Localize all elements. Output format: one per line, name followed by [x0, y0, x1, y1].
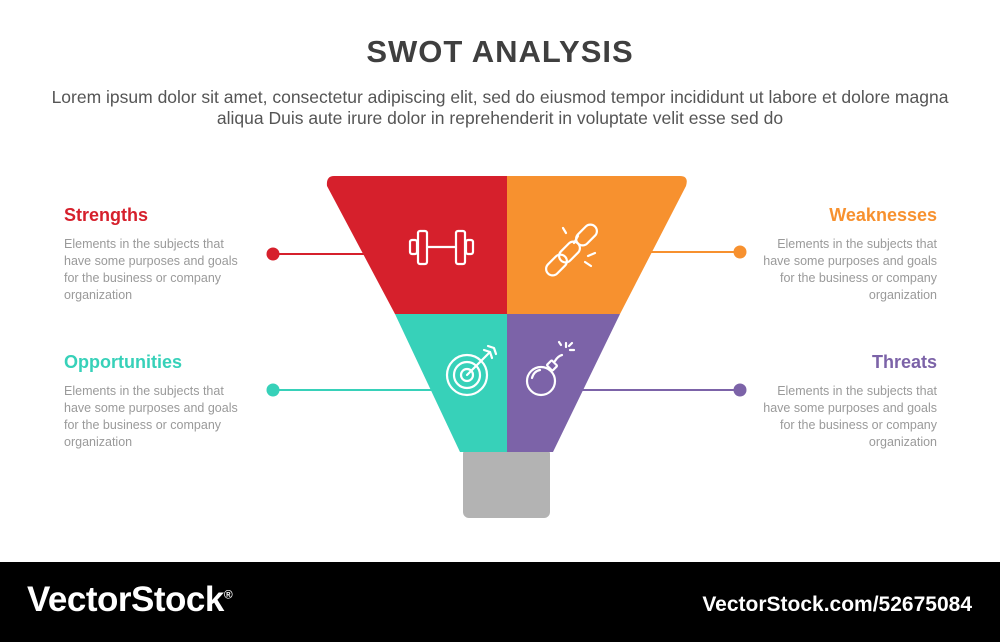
weaknesses-connector [650, 245, 747, 259]
dumbbell-icon [408, 229, 475, 266]
footer-bar: VectorStock® VectorStock.com/52675084 [0, 562, 1000, 642]
weaknesses-segment [507, 176, 687, 314]
broken-chain-icon [545, 223, 598, 277]
bomb-icon [525, 340, 576, 397]
vectorstock-logo: VectorStock® [27, 580, 233, 620]
page-title: SWOT ANALYSIS [366, 34, 634, 69]
strengths-title: Strengths [64, 205, 149, 225]
opportunities-segment [395, 314, 507, 452]
funnel-base [463, 448, 550, 518]
weaknesses-title: Weaknesses [829, 205, 937, 225]
weaknesses-block: Weaknesses Elements in the subjects that… [757, 205, 937, 304]
brand-name: VectorStock [27, 580, 224, 619]
opportunities-connector [266, 383, 432, 397]
opportunities-block: Opportunities Elements in the subjects t… [64, 352, 244, 451]
weaknesses-description: Elements in the subjects that have some … [763, 237, 937, 302]
image-url: VectorStock.com/52675084 [702, 593, 972, 616]
opportunities-title: Opportunities [64, 352, 182, 372]
strengths-description: Elements in the subjects that have some … [64, 237, 238, 302]
registered-mark: ® [223, 587, 233, 602]
page-subtitle: Lorem ipsum dolor sit amet, consectetur … [51, 87, 949, 128]
target-arrow-icon [445, 344, 498, 397]
swot-funnel-diagram [266, 176, 747, 518]
opportunities-description: Elements in the subjects that have some … [64, 384, 238, 449]
threats-title: Threats [871, 352, 937, 372]
strengths-connector [266, 247, 365, 261]
threats-block: Threats Elements in the subjects that ha… [757, 352, 937, 451]
threats-connector [578, 383, 747, 397]
strengths-block: Strengths Elements in the subjects that … [64, 205, 244, 304]
threats-segment [507, 314, 620, 452]
threats-description: Elements in the subjects that have some … [763, 384, 937, 449]
